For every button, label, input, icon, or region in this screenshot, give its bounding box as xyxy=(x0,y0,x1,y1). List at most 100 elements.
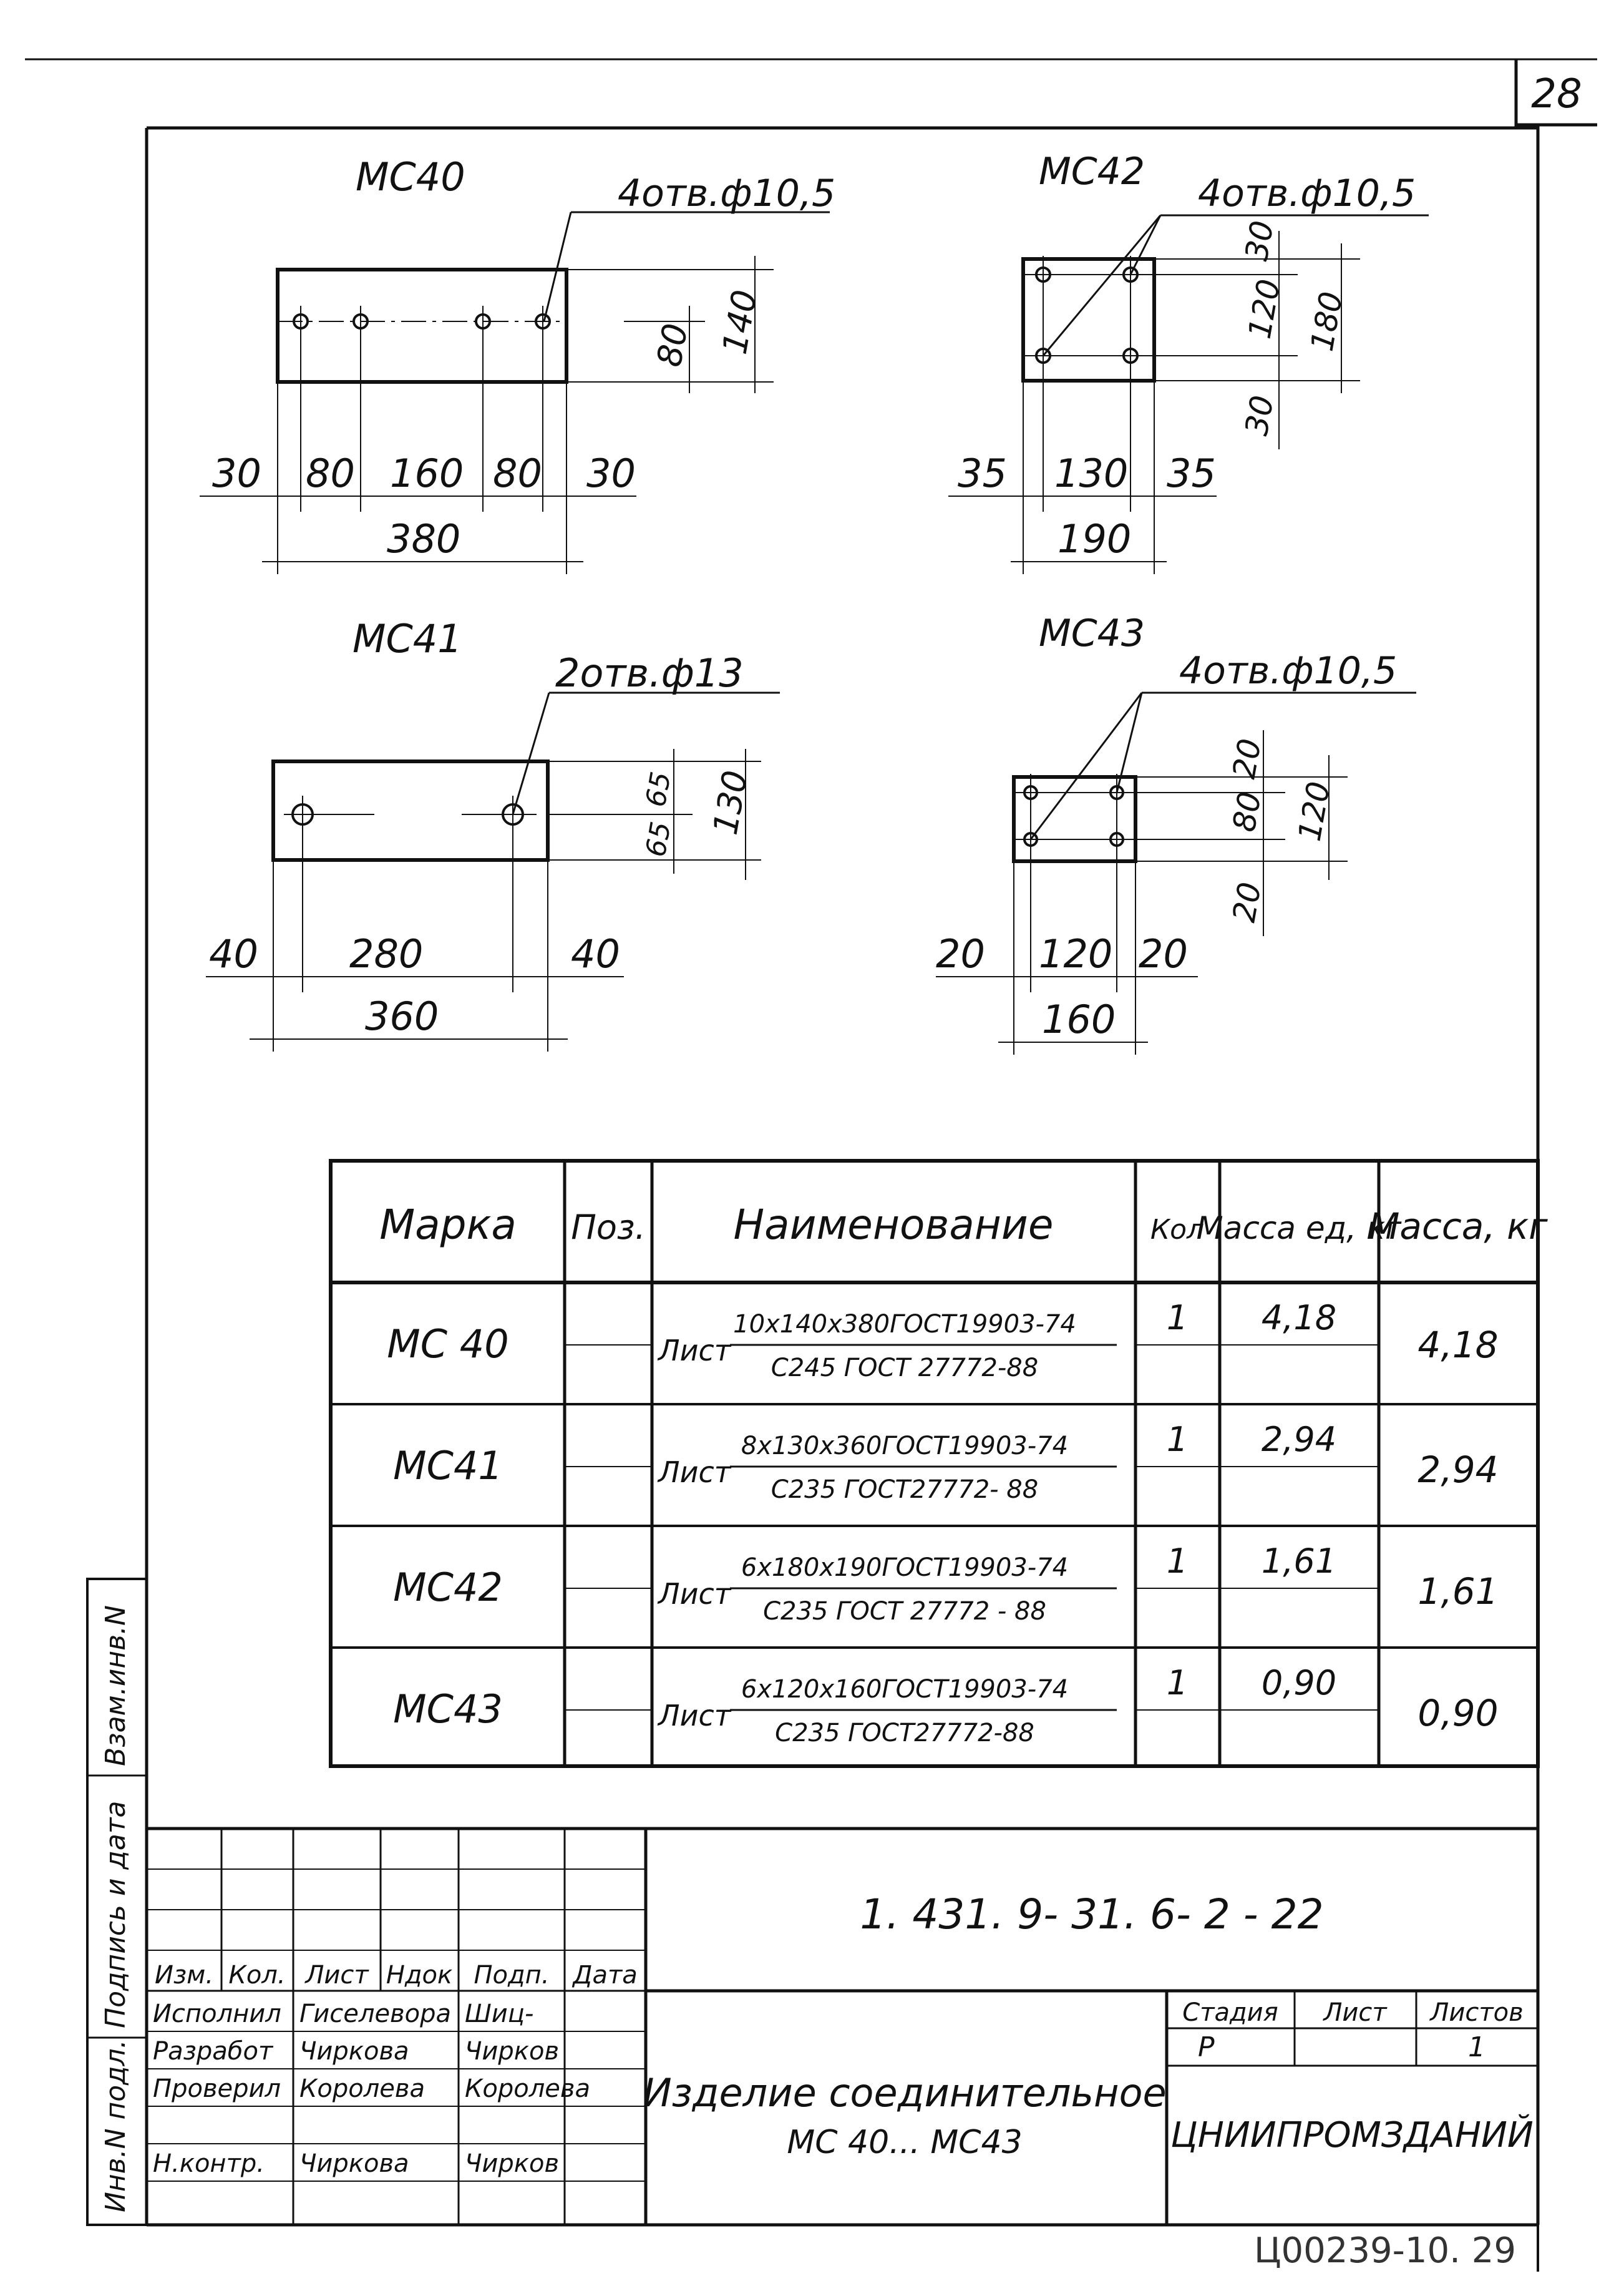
dim-total-h: 190 xyxy=(1058,516,1131,562)
title-block: Изм. Кол. Лист Ндок Подп. Дата Исполнил … xyxy=(147,1827,1538,2225)
organization: ЦНИИПРОМЗДАНИЙ xyxy=(1170,2115,1534,2156)
holes-callout: 4отв.ф10,5 xyxy=(618,172,835,215)
detail-mark: МС40 xyxy=(356,154,465,200)
plate-outline xyxy=(1012,775,1137,863)
dim-h-4: 80 xyxy=(493,451,542,496)
dim-total-h: 160 xyxy=(1042,997,1116,1042)
row-name-prefix: Лист xyxy=(657,1455,732,1489)
dim-v-1: 20 xyxy=(1226,736,1268,781)
header-unit-mass: Масса ед, кг xyxy=(1197,1210,1403,1246)
sign-1: Шиц- xyxy=(465,2000,533,2028)
dim-h-3: 40 xyxy=(571,931,620,977)
row-name-bottom: С235 ГОСТ 27772 - 88 xyxy=(763,1597,1046,1626)
dim-h-1: 30 xyxy=(212,451,261,496)
stamp-sign-date: Подпись и дата xyxy=(100,1801,132,2028)
dim-h-2: 280 xyxy=(349,931,423,977)
col-list: Лист xyxy=(304,1961,369,1990)
row-unit-mass: 4,18 xyxy=(1262,1298,1336,1337)
dim-v-3: 20 xyxy=(1226,879,1268,925)
dim-total-v: 130 xyxy=(706,768,756,838)
row-mass: 1,61 xyxy=(1417,1570,1498,1613)
stage-label: Стадия xyxy=(1182,1998,1278,2027)
left-stamp: Инв.N подл. Подпись и дата Взам.инв.N xyxy=(86,1578,148,2226)
row-unit-mass: 0,90 xyxy=(1262,1663,1336,1702)
product-title-1: Изделие соединительное xyxy=(643,2070,1166,2116)
dim-v-1: 65 xyxy=(640,769,678,809)
row-name-bottom: С245 ГОСТ 27772-88 xyxy=(771,1354,1038,1382)
spec-table: Марка Поз. Наименование Кол Масса ед, кг… xyxy=(329,1159,1548,1768)
dim-h-2: 120 xyxy=(1039,931,1112,977)
dim-h-3: 20 xyxy=(1139,931,1188,977)
header-mass: Масса, кг xyxy=(1368,1205,1548,1248)
plate-outline xyxy=(271,760,550,862)
detail-mark: МС41 xyxy=(353,616,462,662)
dim-total-h: 360 xyxy=(365,994,439,1039)
dim-total-v: 120 xyxy=(1291,779,1338,844)
sheets-label: Листов xyxy=(1429,1998,1523,2027)
table-row: МС 40 Лист 10х140х380ГОСТ19903-74 С245 Г… xyxy=(387,1298,1498,1382)
row-qty: 1 xyxy=(1167,1420,1188,1459)
col-podp: Подп. xyxy=(474,1961,549,1990)
dim-v-2: 140 xyxy=(715,287,765,357)
holes-callout: 4отв.ф10,5 xyxy=(1198,172,1416,215)
row-qty: 1 xyxy=(1167,1541,1188,1581)
stamp-inv-no: Инв.N подл. xyxy=(100,2039,132,2212)
dim-v-2: 80 xyxy=(1226,789,1268,834)
sign-5: Чирков xyxy=(465,2149,559,2178)
role-5: Н.контр. xyxy=(153,2149,265,2178)
detail-ms43: МС43 4отв.ф10,5 20 120 20 160 20 80 xyxy=(936,612,1416,1055)
row-mass: 4,18 xyxy=(1417,1324,1498,1366)
row-mark: МС41 xyxy=(393,1443,503,1488)
dim-total-h: 380 xyxy=(387,516,460,562)
col-kol: Кол. xyxy=(228,1961,285,1990)
dim-h-3: 160 xyxy=(390,451,464,496)
holes-callout: 2отв.ф13 xyxy=(555,650,744,696)
role-3: Проверил xyxy=(153,2074,281,2103)
row-unit-mass: 1,61 xyxy=(1262,1541,1336,1581)
row-name-top: 10х140х380ГОСТ19903-74 xyxy=(733,1310,1076,1339)
detail-ms42: МС42 4отв.ф10,5 35 130 35 190 30 120 xyxy=(948,150,1429,574)
sheet-label: Лист xyxy=(1322,1998,1388,2027)
holes-callout: 4отв.ф10,5 xyxy=(1179,649,1397,693)
row-name-prefix: Лист xyxy=(657,1577,732,1611)
col-data: Дата xyxy=(571,1961,638,1990)
dim-h-1: 35 xyxy=(958,451,1007,496)
sheet-number: 28 xyxy=(1531,71,1582,117)
detail-mark: МС42 xyxy=(1039,150,1145,193)
name-5: Чиркова xyxy=(299,2149,409,2178)
row-mark: МС42 xyxy=(393,1565,503,1610)
header-pos: Поз. xyxy=(571,1208,646,1247)
table-row: МС43 Лист 6х120х160ГОСТ19903-74 С235 ГОС… xyxy=(393,1663,1498,1747)
dim-h-2: 130 xyxy=(1054,451,1128,496)
row-mass: 2,94 xyxy=(1417,1448,1498,1491)
stage-value: Р xyxy=(1198,2031,1215,2063)
row-qty: 1 xyxy=(1167,1663,1188,1702)
role-2: Разработ xyxy=(153,2037,274,2066)
row-mark: МС 40 xyxy=(387,1321,508,1367)
role-1: Исполнил xyxy=(153,2000,281,2028)
dim-v-3: 30 xyxy=(1238,393,1281,438)
name-3: Королева xyxy=(299,2074,425,2103)
dim-h-3: 35 xyxy=(1167,451,1216,496)
dim-h-1: 20 xyxy=(936,931,985,977)
plate-outline xyxy=(1021,257,1156,383)
hole-marks xyxy=(1023,256,1154,512)
detail-mark: МС43 xyxy=(1039,612,1145,655)
plate-outline xyxy=(276,268,568,384)
row-name-top: 8х130х360ГОСТ19903-74 xyxy=(741,1432,1068,1460)
dim-v-1: 80 xyxy=(649,321,696,370)
hole-marks xyxy=(293,306,551,512)
row-name-prefix: Лист xyxy=(657,1334,732,1367)
product-title-2: МС 40... МС43 xyxy=(787,2124,1022,2161)
table-row: МС41 Лист 8х130х360ГОСТ19903-74 С235 ГОС… xyxy=(393,1420,1498,1504)
dim-h-5: 30 xyxy=(586,451,636,496)
stamp-replace-inv: Взам.инв.N xyxy=(100,1605,132,1766)
dim-h-2: 80 xyxy=(306,451,355,496)
detail-ms41: МС41 2отв.ф13 40 280 40 360 65 65 130 xyxy=(206,616,780,1052)
row-qty: 1 xyxy=(1167,1298,1188,1337)
name-2: Чиркова xyxy=(299,2037,409,2066)
col-ndok: Ндок xyxy=(386,1961,452,1990)
dim-v-2: 65 xyxy=(640,819,678,859)
row-name-bottom: С235 ГОСТ27772-88 xyxy=(775,1719,1034,1747)
